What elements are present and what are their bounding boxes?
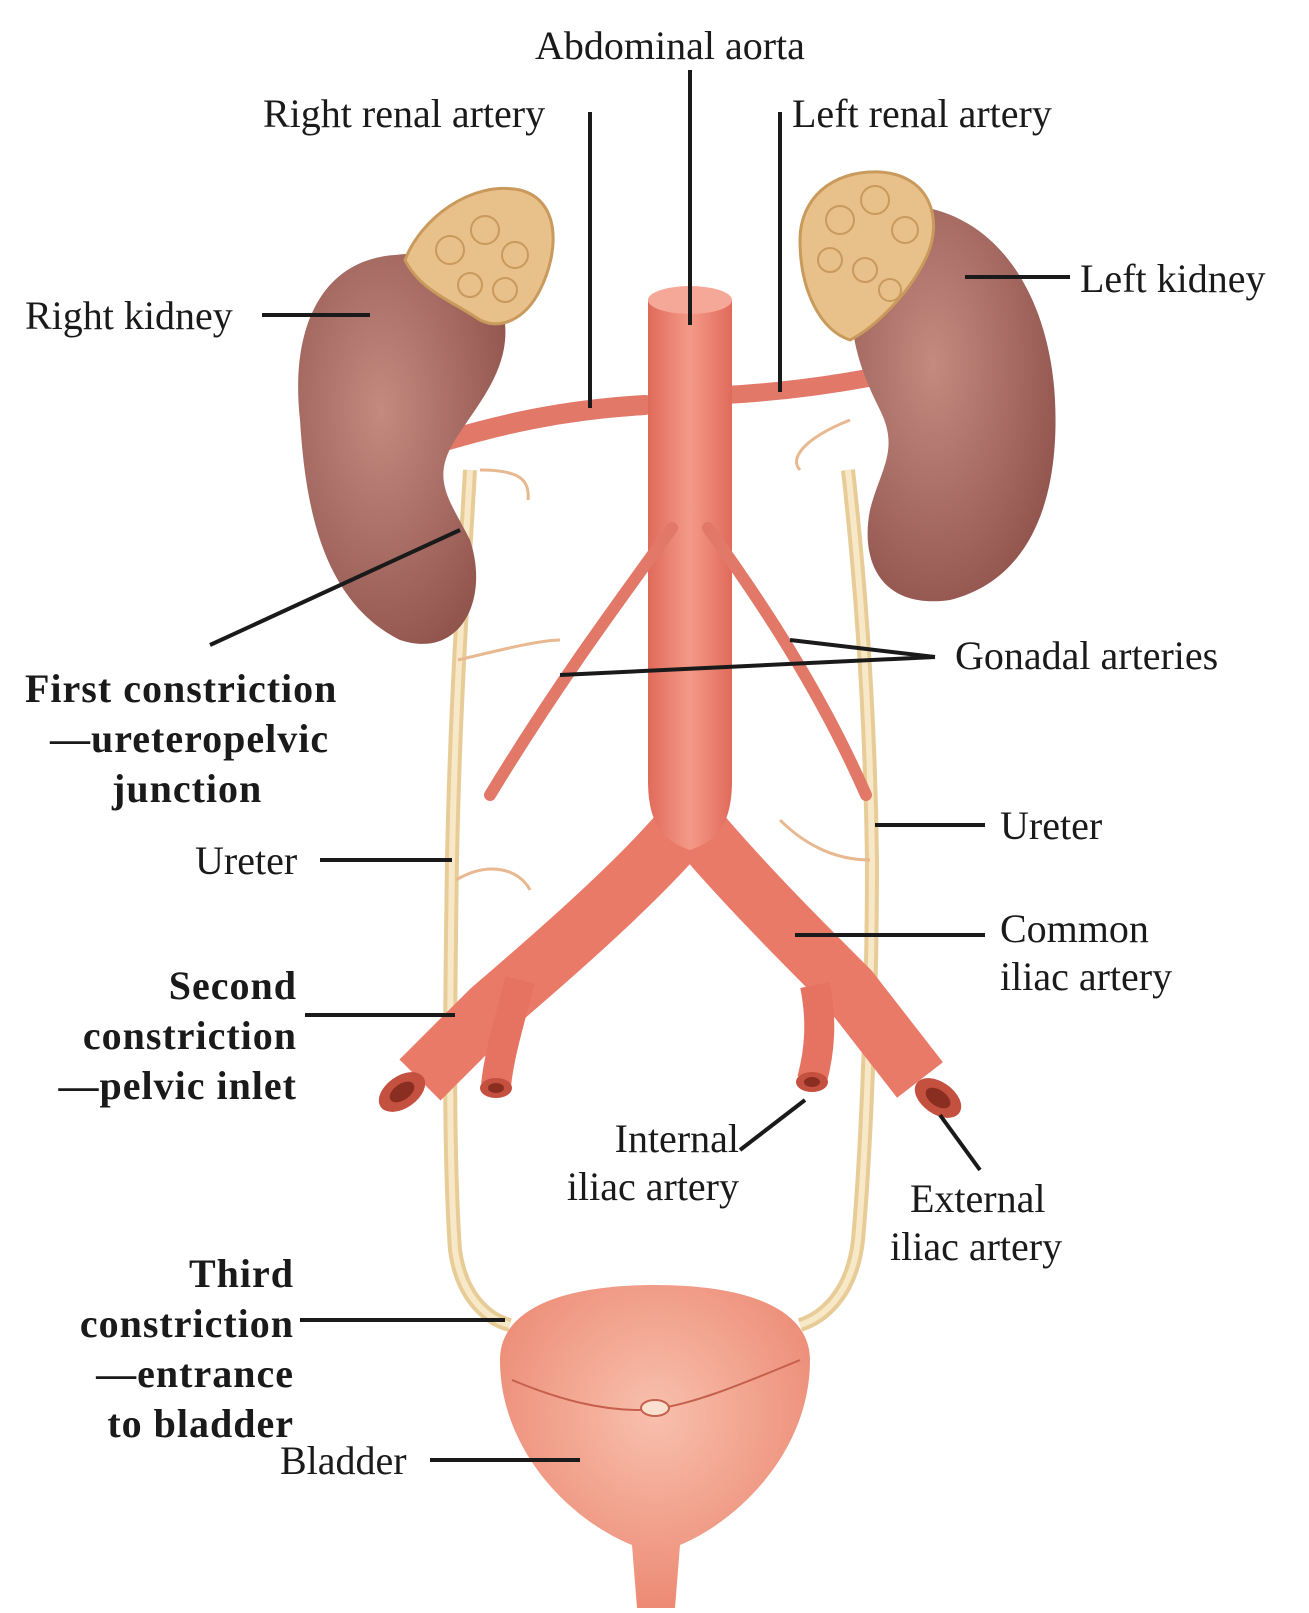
abdominal-aorta-vessel	[648, 300, 732, 850]
right-common-iliac	[420, 820, 690, 1080]
label-right-kidney: Right kidney	[25, 292, 233, 340]
label-internal-iliac-line1: Internal	[615, 1115, 739, 1163]
label-abdominal-aorta: Abdominal aorta	[535, 22, 805, 70]
label-second-constriction-line2: constriction	[83, 1012, 297, 1060]
label-bladder: Bladder	[280, 1437, 407, 1485]
right-renal-artery-vessel	[448, 405, 645, 440]
label-right-renal-artery: Right renal artery	[263, 90, 545, 138]
label-second-constriction-line1: Second	[169, 962, 297, 1010]
label-third-constriction-line3: —entrance	[96, 1350, 294, 1398]
label-internal-iliac-line2: iliac artery	[567, 1163, 739, 1211]
label-first-constriction-line2: —ureteropelvic	[50, 715, 329, 763]
label-third-constriction-line2: constriction	[80, 1300, 294, 1348]
label-left-kidney: Left kidney	[1080, 255, 1266, 303]
label-common-iliac-line2: iliac artery	[1000, 953, 1172, 1001]
label-first-constriction-line1: First constriction	[25, 665, 337, 713]
label-external-iliac-line2: iliac artery	[890, 1223, 1062, 1271]
left-internal-iliac	[812, 985, 819, 1080]
label-first-constriction-line3: junction	[112, 765, 262, 813]
left-renal-artery-vessel	[725, 378, 868, 395]
label-left-renal-artery: Left renal artery	[792, 90, 1052, 138]
label-gonadal-arteries: Gonadal arteries	[955, 632, 1218, 680]
label-common-iliac-line1: Common	[1000, 905, 1149, 953]
label-ureter-right-side: Ureter	[1000, 802, 1102, 850]
right-gonadal-artery	[490, 528, 672, 795]
label-external-iliac-line1: External	[910, 1175, 1046, 1223]
label-second-constriction-line3: —pelvic inlet	[58, 1062, 297, 1110]
label-third-constriction-line4: to bladder	[107, 1400, 294, 1448]
bladder-shape	[500, 1285, 810, 1608]
label-third-constriction-line1: Third	[189, 1250, 294, 1298]
label-ureter-left-side: Ureter	[195, 837, 297, 885]
